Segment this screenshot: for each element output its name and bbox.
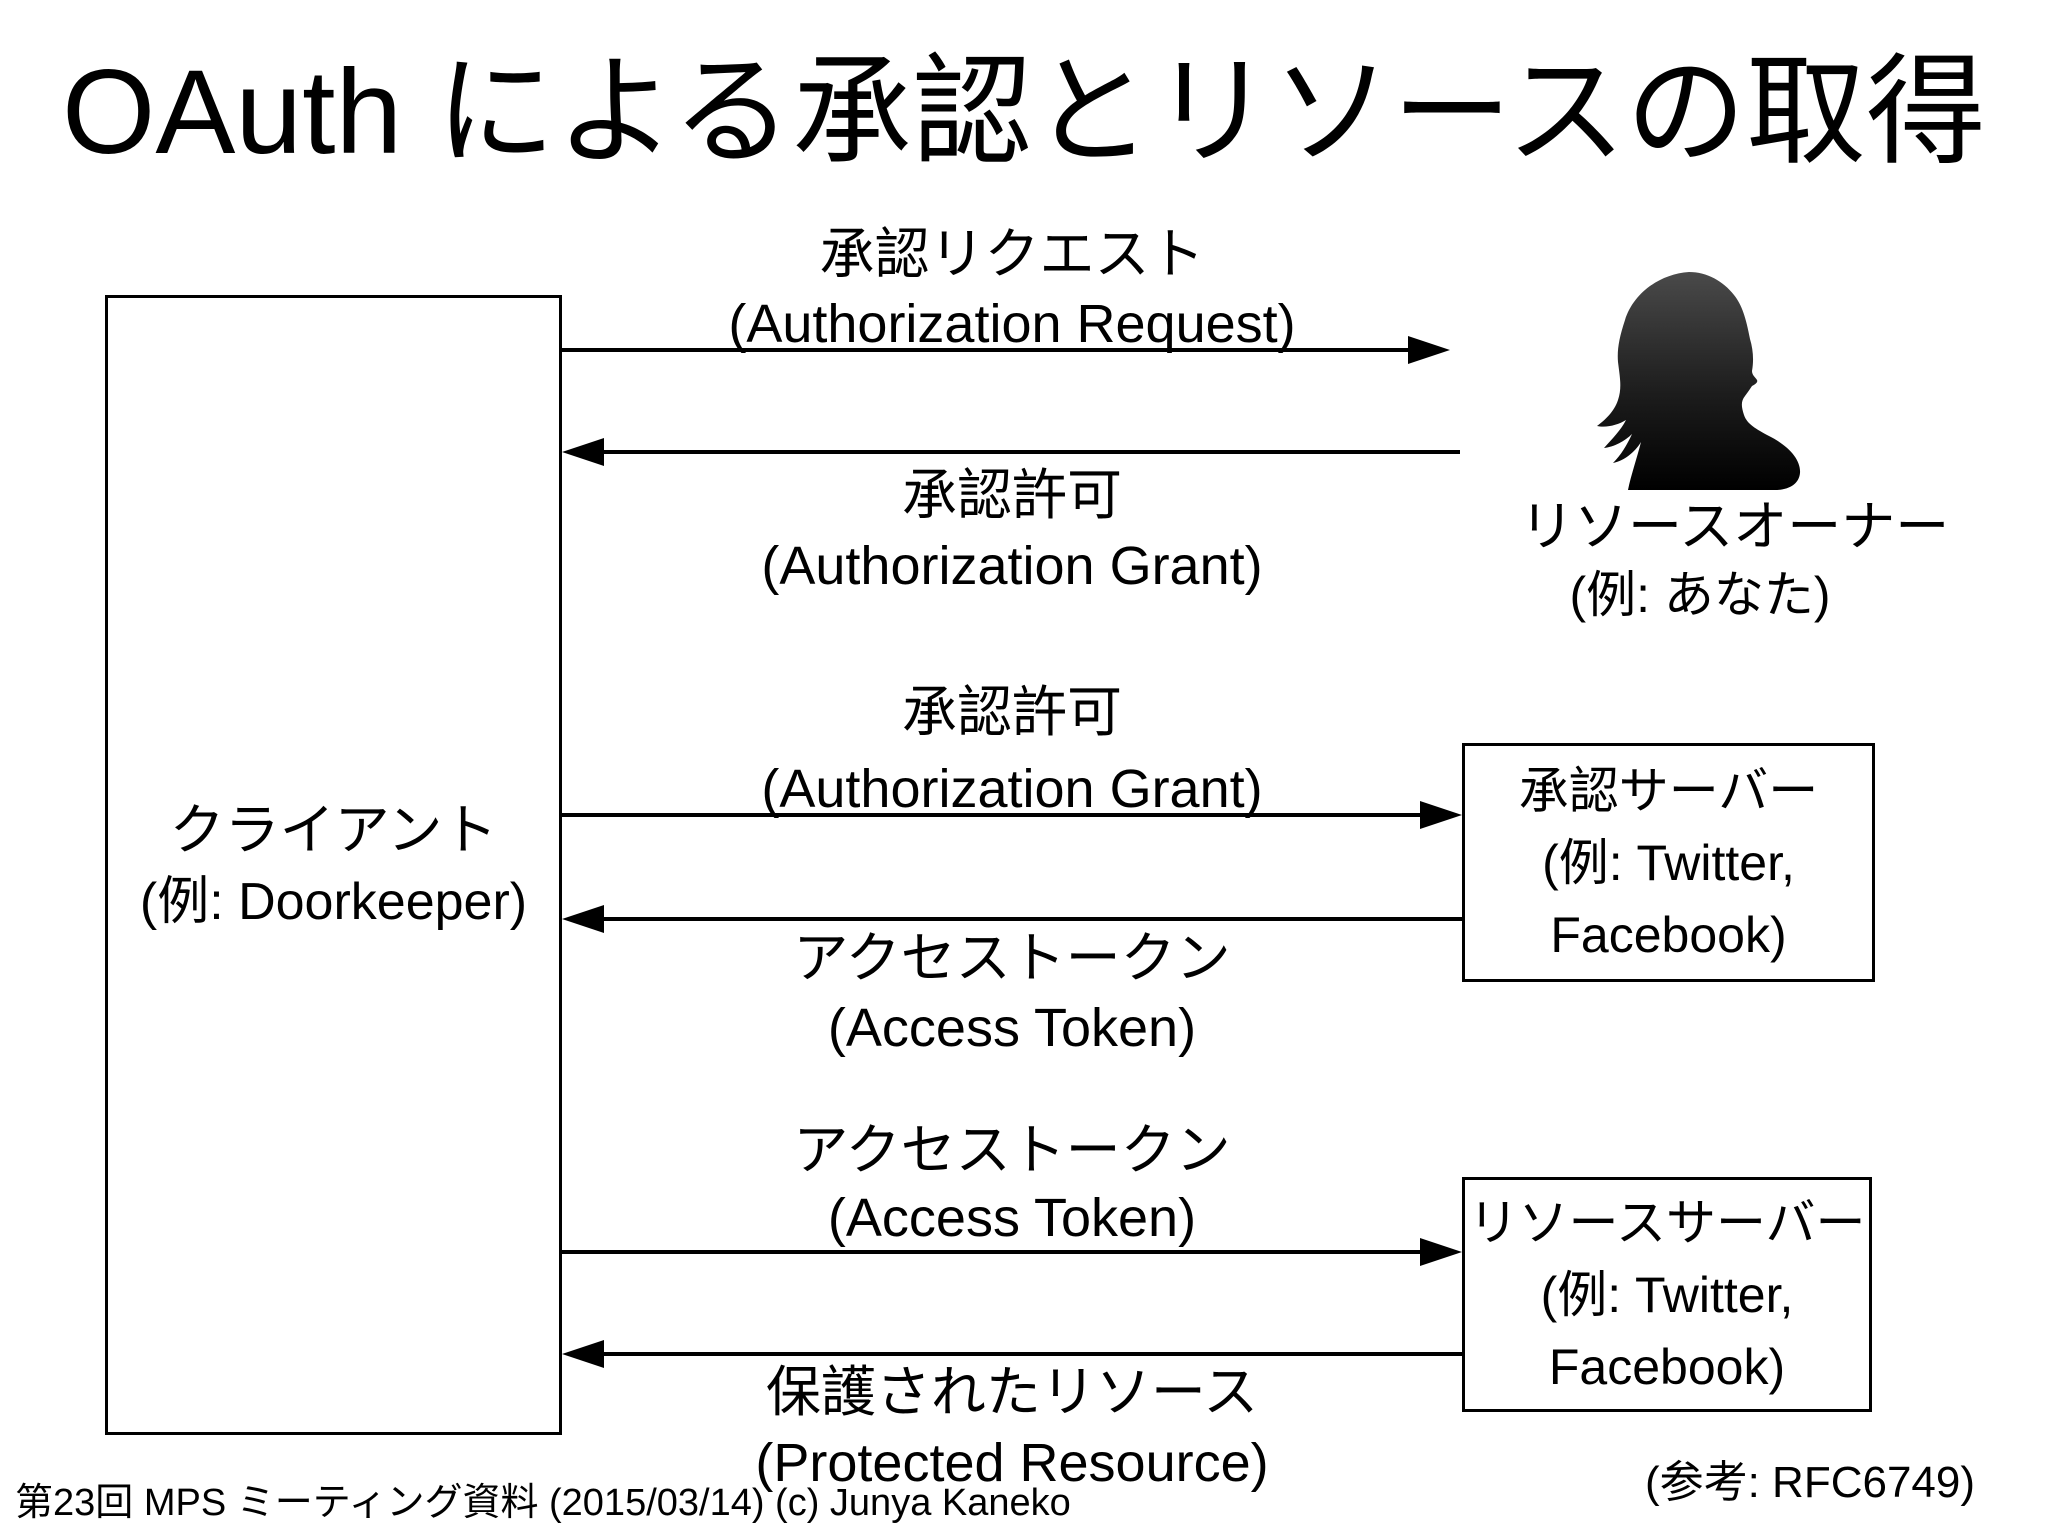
flow-label-authorization-grant-return-en: (Authorization Grant) xyxy=(761,536,1263,596)
arrow-authorization-grant-send xyxy=(562,801,1462,829)
footer-reference: (参考: RFC6749) xyxy=(1644,1458,1976,1507)
flow-label-authorization-request-en: (Authorization Request) xyxy=(728,294,1296,354)
client-example: (例: Doorkeeper) xyxy=(139,873,528,931)
authorization-server-example-line1: (例: Twitter, xyxy=(1542,834,1795,891)
arrow-protected-resource-return xyxy=(562,1340,1462,1368)
footer-credit: 第23回 MPS ミーティング資料 (2015/03/14) (c) Junya… xyxy=(15,1482,1071,1524)
flow-label-authorization-grant-send-en: (Authorization Grant) xyxy=(761,759,1263,819)
flow-label-authorization-grant-return-jp: 承認許可 xyxy=(901,464,1122,526)
flow-label-access-token-send-jp: アクセストークン xyxy=(793,1119,1231,1181)
arrow-authorization-grant-return xyxy=(562,438,1460,466)
arrowhead-right-icon xyxy=(1420,801,1462,829)
flow-label-protected-resource-jp: 保護されたリソース xyxy=(765,1361,1259,1423)
resource-owner-name: リソースオーナー xyxy=(1520,497,1950,557)
client-node: クライアント (例: Doorkeeper) xyxy=(105,295,562,1435)
flow-label-access-token-return-en: (Access Token) xyxy=(827,998,1197,1058)
flow-label-authorization-grant-send-jp: 承認許可 xyxy=(901,681,1122,743)
flow-label-access-token-send-en: (Access Token) xyxy=(827,1188,1197,1248)
arrow-line xyxy=(562,1250,1420,1254)
arrow-line xyxy=(604,917,1462,921)
arrow-access-token-return xyxy=(562,905,1462,933)
client-name: クライアント xyxy=(169,799,498,861)
arrow-access-token-send xyxy=(562,1238,1462,1266)
resource-server-example-line1: (例: Twitter, xyxy=(1540,1266,1794,1323)
arrowhead-right-icon xyxy=(1408,336,1450,364)
woman-silhouette-icon xyxy=(1597,272,1801,490)
authorization-server-name: 承認サーバー xyxy=(1518,762,1819,819)
arrowhead-left-icon xyxy=(562,1340,604,1368)
slide-title: OAuth による承認とリソースの取得 xyxy=(62,45,1986,179)
arrow-line xyxy=(562,348,1408,352)
arrow-line xyxy=(604,1352,1462,1356)
arrow-line xyxy=(604,450,1460,454)
arrowhead-left-icon xyxy=(562,905,604,933)
flow-label-protected-resource-en: (Protected Resource) xyxy=(755,1433,1269,1493)
flow-label-access-token-return-jp: アクセストークン xyxy=(793,927,1231,989)
resource-server-name: リソースサーバー xyxy=(1468,1194,1866,1251)
arrowhead-right-icon xyxy=(1420,1238,1462,1266)
authorization-server-example-line2: Facebook) xyxy=(1550,906,1787,963)
resource-server-example-line2: Facebook) xyxy=(1548,1338,1786,1395)
resource-owner-example: (例: あなた) xyxy=(1569,567,1831,623)
resource-server-node: リソースサーバー (例: Twitter, Facebook) xyxy=(1462,1177,1872,1412)
arrow-authorization-request xyxy=(562,336,1450,364)
flow-label-authorization-request-jp: 承認リクエスト xyxy=(819,223,1205,285)
authorization-server-node: 承認サーバー (例: Twitter, Facebook) xyxy=(1462,743,1875,982)
arrowhead-left-icon xyxy=(562,438,604,466)
arrow-line xyxy=(562,813,1420,817)
